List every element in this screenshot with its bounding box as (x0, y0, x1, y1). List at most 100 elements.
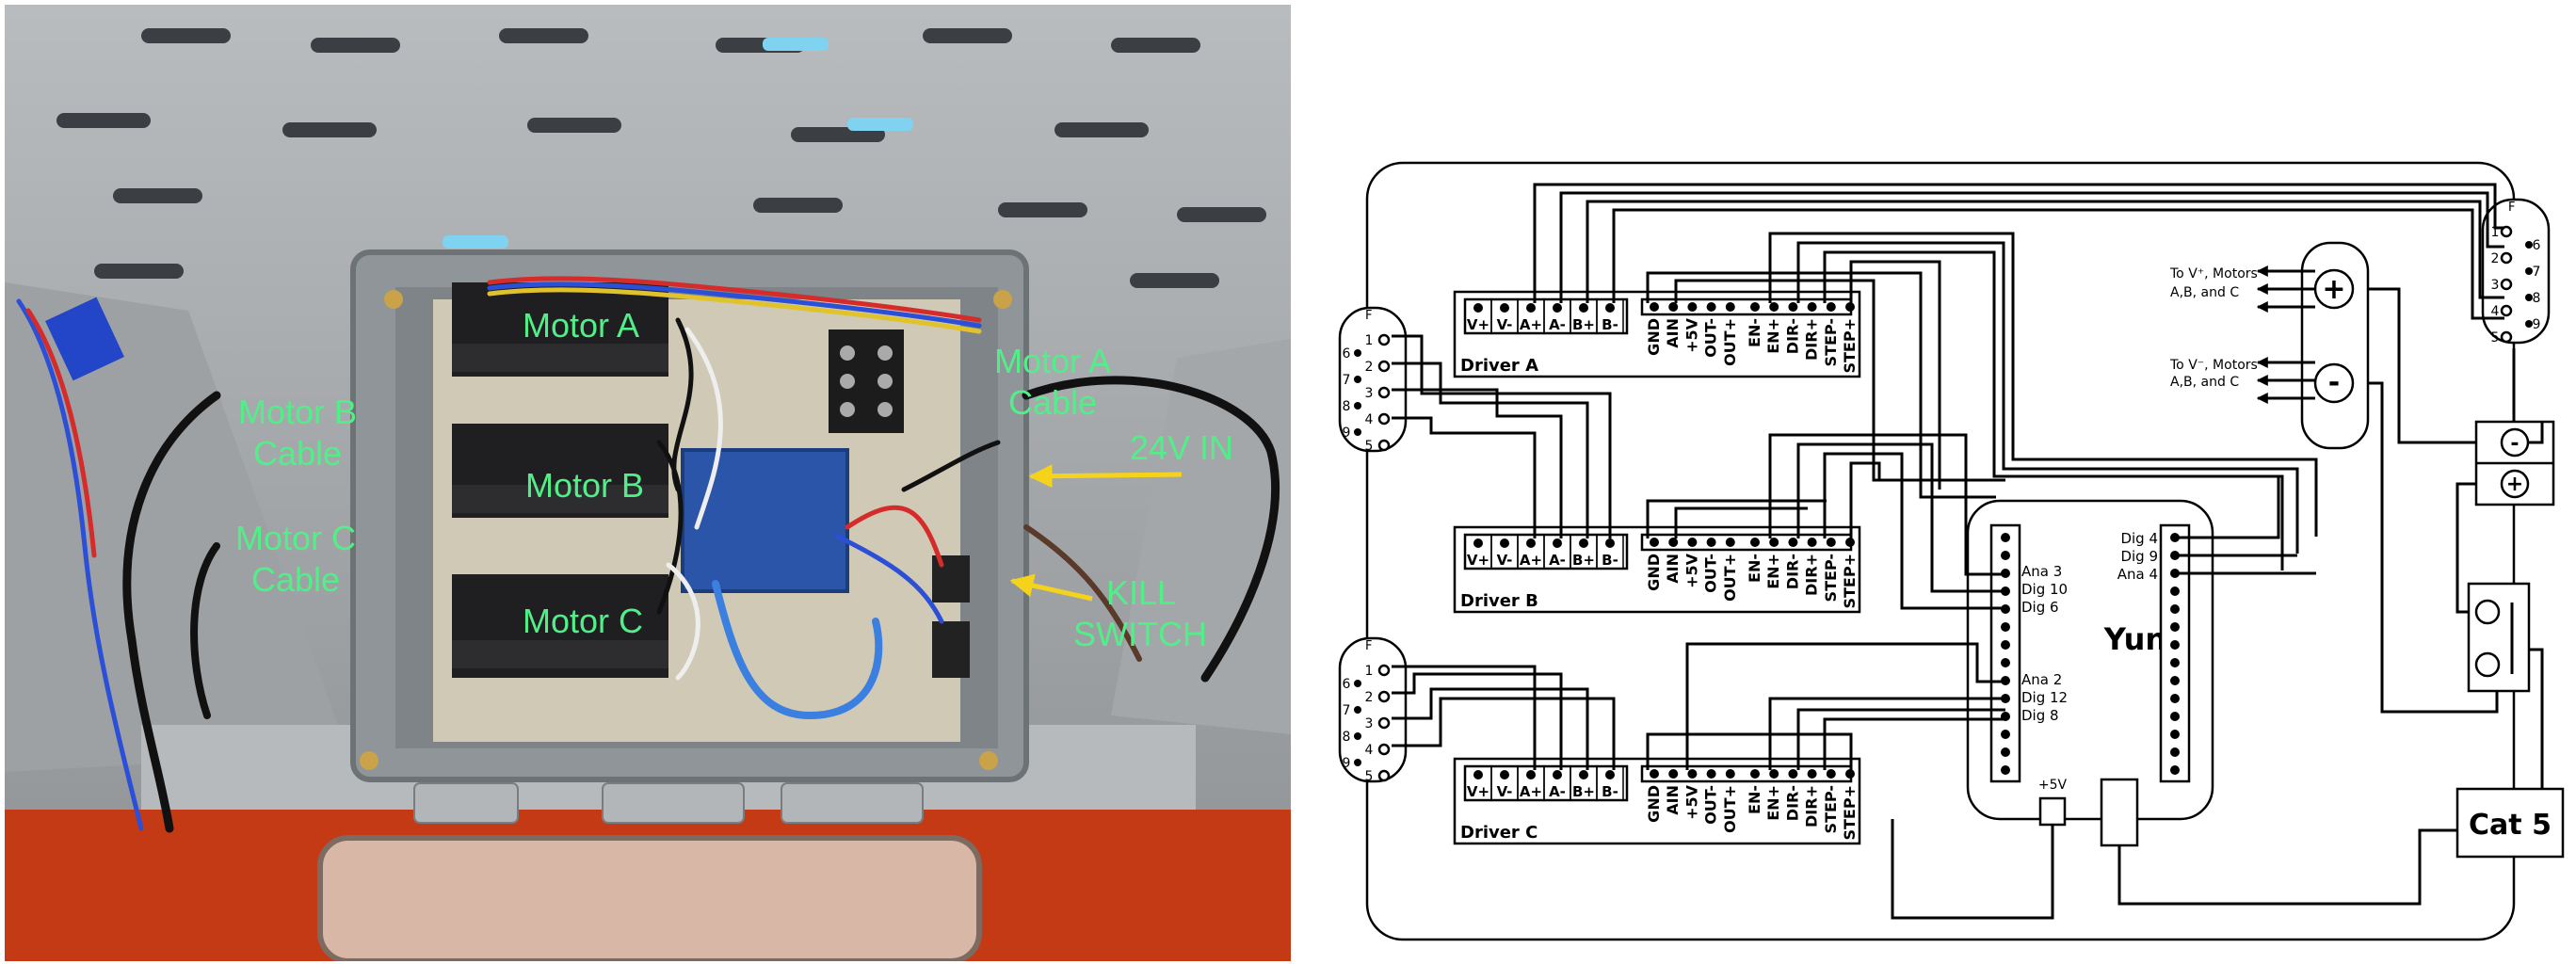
to-vminus-motors-line2: A,B, and C (2170, 375, 2239, 390)
db9-pin-icon (2525, 294, 2533, 301)
driver-signal-pin-label: OUT- (1702, 318, 1720, 358)
yun-pin-icon (2170, 586, 2180, 596)
driver-terminal-icon (1473, 303, 1483, 313)
driver-signal-terminal-icon (1725, 302, 1735, 312)
yun-pin-ana2: Ana 2 (2021, 671, 2062, 688)
driver-signal-terminal-icon (1650, 769, 1659, 779)
photo-labels: Motor A Motor B Motor C Motor A Cable Mo… (235, 306, 1233, 653)
yun-pin-icon (2170, 730, 2180, 739)
driver-signal-pin-label: EN+ (1764, 318, 1782, 354)
db9-pin-number: 6 (1343, 677, 1351, 692)
db9-pin-number: 6 (2533, 238, 2541, 253)
driver-name-label: Driver C (1460, 823, 1538, 843)
input-plus-terminal-icon (2500, 469, 2530, 499)
db9-pin-icon (2525, 267, 2533, 275)
yun-right-header (2159, 523, 2191, 783)
db9-pin-number: 1 (1365, 664, 1374, 679)
label-motor-b-cable-line2: Cable (253, 434, 342, 473)
driver-signal-pin-label: STEP+ (1841, 785, 1859, 841)
arduino-shield (681, 448, 849, 593)
driver-signal-pin-label: DIR- (1783, 554, 1801, 589)
db9-pin-number: 7 (1343, 703, 1351, 718)
yun-pin-icon (2001, 730, 2010, 739)
minus-bus-icon (2313, 362, 2355, 404)
driver-pin-label: V+ (1467, 552, 1489, 569)
driver-board-c (452, 574, 668, 678)
label-motor-b-cable-line1: Motor B (238, 393, 357, 431)
power-distribution: + - To V⁺, Motors A,B, and C To V⁻, Moto… (2169, 241, 2370, 450)
driver-signal-pin-label: OUT- (1702, 785, 1720, 825)
driver-signal-terminal-icon (1725, 769, 1735, 779)
driver-board-a (452, 282, 668, 377)
input-plus-symbol: + (2506, 473, 2523, 496)
db9-pin-number: 4 (2491, 304, 2500, 319)
plus-bus-symbol: + (2322, 273, 2345, 306)
driver-signal-terminal-icon (1750, 769, 1760, 779)
db9-pin-icon (1377, 716, 1391, 730)
driver-terminal-icon (1553, 538, 1562, 548)
driver-terminal-icon (1473, 770, 1483, 779)
db9-pin-icon (1377, 743, 1391, 756)
driver-signal-terminal-icon (1826, 769, 1836, 779)
driver-signal-terminal-icon (1706, 302, 1716, 312)
db9-pin-number: 4 (1365, 412, 1374, 427)
driver-signal-terminal-icon (1769, 538, 1779, 547)
driver-pin-label: B- (1602, 552, 1618, 569)
input-minus-symbol: - (2510, 432, 2519, 456)
db9-pin-icon (1354, 680, 1361, 687)
hinge-row (413, 782, 924, 824)
driver-signal-pin-label: GND (1645, 785, 1663, 823)
driver-terminal-icon (1579, 770, 1588, 779)
driver-pin-label: B+ (1572, 316, 1595, 333)
db9-pin-number: 5 (1365, 769, 1374, 784)
db9-pin-number: 5 (2491, 330, 2500, 345)
driver-signal-terminal-icon (1687, 302, 1698, 312)
yun-pin-icon (2170, 658, 2180, 667)
yun-ethernet-port (2100, 778, 2139, 847)
driver-signal-terminal-icon (1650, 302, 1659, 312)
driver-name-label: Driver A (1460, 356, 1538, 376)
driver-terminal-icon (1605, 770, 1615, 779)
driver-pin-label: A+ (1520, 552, 1542, 569)
yun-pin-icon (2001, 533, 2010, 542)
yun-pin-icon (2001, 640, 2010, 650)
yun-pin-icon (2170, 640, 2180, 650)
yun-board: Yun Ana 3 Dig 10 Dig 6 Ana 2 Dig 12 Dig … (1966, 499, 2214, 847)
yun-pin-icon (2170, 622, 2180, 632)
yun-pin-dig4: Dig 4 (2120, 530, 2158, 547)
driver-pin-label: V- (1497, 316, 1513, 333)
db9-pin-icon (1377, 386, 1391, 399)
driver-signal-terminal-icon (1687, 769, 1698, 779)
clear-lid (317, 835, 982, 961)
driver-board-b (452, 424, 668, 518)
driver-signal-pin-label: DIR+ (1803, 318, 1821, 361)
to-vminus-motors-line1: To V⁻, Motors (2169, 358, 2258, 373)
db9-pin-icon (1377, 412, 1391, 426)
driver-pin-label: A- (1549, 552, 1566, 569)
db9-pin-icon (2500, 251, 2513, 265)
driver-signal-pin-label: OUT+ (1721, 785, 1739, 833)
arrow-kill-switch-icon (1009, 573, 1093, 602)
arrow-24v-in-icon (1028, 464, 1183, 489)
connector-tag: F (2508, 201, 2515, 215)
driver-pin-label: A- (1549, 316, 1566, 333)
db9-pin-icon (1354, 376, 1361, 383)
db9-pin-icon (2500, 330, 2513, 344)
db9-pin-number: 1 (1365, 333, 1374, 348)
db9-pin-icon (1354, 732, 1361, 740)
driver-pin-label: A+ (1520, 783, 1542, 800)
db9-pin-number: 9 (1343, 756, 1351, 771)
yun-pin-dig6: Dig 6 (2021, 599, 2059, 616)
db9-pin-icon (2525, 320, 2533, 328)
db9-pin-number: 3 (2491, 278, 2500, 293)
driver-signal-terminal-icon (1807, 302, 1817, 312)
driver-signal-pin-label: STEP- (1822, 785, 1840, 833)
driver-signal-terminal-icon (1668, 769, 1679, 779)
driver-signal-pin-label: EN+ (1764, 554, 1782, 589)
driver-terminal-icon (1473, 538, 1483, 548)
yun-pin-dig8: Dig 8 (2021, 707, 2059, 724)
driver-signal-pin-label: DIR- (1783, 785, 1801, 821)
driver-terminal-icon (1526, 538, 1536, 548)
